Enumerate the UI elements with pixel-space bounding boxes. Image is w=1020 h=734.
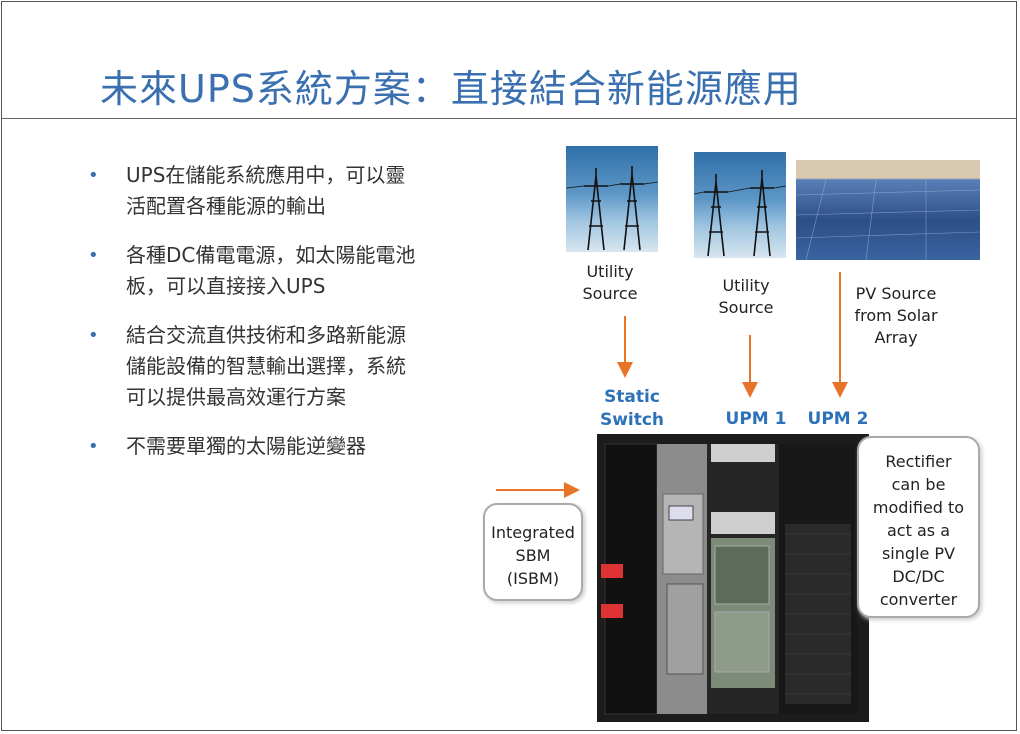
callout-line: Integrated	[491, 523, 575, 542]
bullet-dot-icon: •	[88, 165, 99, 186]
bullet-list: • UPS在儲能系統應用中，可以靈 活配置各種能源的輸出 • 各種DC備電電源，…	[88, 160, 498, 480]
utility-source-label-1: Utility Source	[570, 261, 650, 305]
label-line: Source	[582, 284, 638, 303]
solar-array-photo	[796, 160, 980, 260]
ups-cabinet-photo	[597, 434, 869, 722]
callout-line: DC/DC	[892, 567, 945, 586]
callout-line: converter	[879, 590, 958, 609]
rectifier-callout: Rectifier can be modified to act as a si…	[857, 436, 980, 618]
callout-line: Rectifier	[885, 452, 952, 471]
label-line: Source	[718, 298, 774, 317]
list-item: • 各種DC備電電源，如太陽能電池 板，可以直接接入UPS	[88, 240, 498, 302]
isbm-callout: Integrated SBM (ISBM)	[483, 503, 583, 601]
callout-line: can be	[891, 475, 946, 494]
label-line: Array	[874, 328, 918, 347]
bullet-line: 結合交流直供技術和多路新能源	[126, 323, 406, 347]
static-switch-label: Static Switch	[592, 386, 672, 432]
bullet-line: 活配置各種能源的輸出	[126, 194, 326, 218]
solar-panel-icon	[796, 179, 980, 260]
power-tower-icon	[694, 170, 786, 257]
label-line: Switch	[599, 410, 665, 430]
label-line: Utility	[722, 276, 770, 295]
upm1-label: UPM 1	[725, 409, 787, 429]
bullet-line: 儲能設備的智慧輸出選擇，系統	[126, 354, 406, 378]
slide-title: 未來UPS系統方案：直接結合新能源應用	[100, 67, 802, 111]
bullet-dot-icon: •	[88, 325, 99, 346]
label-line: from Solar	[854, 306, 938, 325]
bullet-dot-icon: •	[88, 436, 99, 457]
utility-tower-photo	[566, 146, 658, 252]
title-divider	[2, 118, 1016, 119]
label-line: PV Source	[855, 284, 937, 303]
pv-source-label: PV Source from Solar Array	[838, 283, 954, 349]
list-item: • UPS在儲能系統應用中，可以靈 活配置各種能源的輸出	[88, 160, 498, 222]
power-tower-icon	[566, 166, 658, 251]
callout-line: act as a	[887, 521, 950, 540]
list-item: • 結合交流直供技術和多路新能源 儲能設備的智慧輸出選擇，系統 可以提供最高效運…	[88, 320, 498, 413]
label-line: Utility	[586, 262, 634, 281]
bullet-line: 可以提供最高效運行方案	[126, 385, 346, 409]
utility-tower-photo	[694, 152, 786, 258]
callout-line: single PV	[881, 544, 956, 563]
utility-source-label-2: Utility Source	[706, 275, 786, 319]
bullet-line: UPS在儲能系統應用中，可以靈	[126, 163, 406, 187]
callout-line: (ISBM)	[506, 569, 560, 588]
callout-line: modified to	[872, 498, 965, 517]
bullet-line: 各種DC備電電源，如太陽能電池	[126, 243, 416, 267]
list-item: • 不需要單獨的太陽能逆變器	[88, 431, 498, 462]
bullet-line: 不需要單獨的太陽能逆變器	[126, 434, 366, 458]
callout-line: SBM	[515, 546, 551, 565]
upm2-label: UPM 2	[807, 409, 869, 429]
bullet-line: 板，可以直接接入UPS	[126, 274, 326, 298]
bullet-dot-icon: •	[88, 245, 99, 266]
label-line: Static	[604, 387, 660, 407]
ups-cabinet-icon	[597, 434, 869, 722]
